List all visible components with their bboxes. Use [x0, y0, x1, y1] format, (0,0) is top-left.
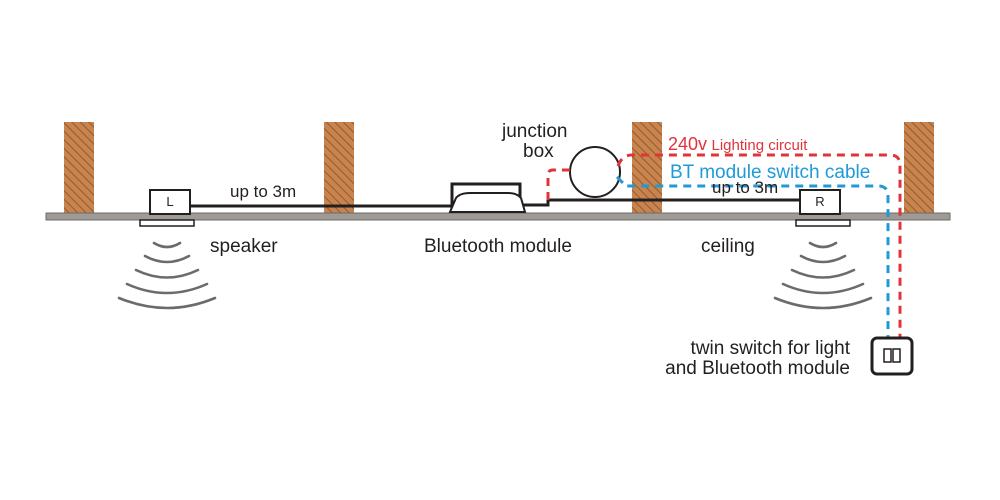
ceiling-joist-1	[64, 122, 94, 214]
speaker-left-letter: L	[166, 194, 174, 209]
twin-switch-label-line2: and Bluetooth module	[665, 358, 850, 379]
speaker-right-grille	[795, 219, 851, 227]
ceiling-label: ceiling	[701, 236, 755, 257]
ceiling-joist-2	[324, 122, 354, 214]
lighting-circuit-text: Lighting circuit	[711, 137, 808, 154]
cable-length-right-label: up to 3m	[712, 178, 779, 197]
sound-waves-right-icon	[773, 241, 873, 310]
lighting-circuit-label: 240v Lighting circuit	[668, 135, 807, 154]
bluetooth-module-icon	[448, 182, 527, 213]
bluetooth-module-label: Bluetooth module	[424, 236, 572, 257]
speaker-label: speaker	[210, 236, 278, 257]
speaker-right-box	[799, 189, 841, 215]
speaker-left-grille	[139, 219, 195, 227]
twin-switch-icon	[870, 336, 914, 376]
junction-box-label-line1: junction	[502, 121, 568, 142]
junction-box-label-line2: box	[523, 141, 554, 162]
lighting-voltage-label: 240v	[668, 134, 708, 154]
speaker-left-box	[149, 189, 191, 215]
twin-switch-label-line1: twin switch for light	[690, 338, 850, 359]
lighting-circuit-cable	[546, 153, 902, 338]
bt-switch-cable	[615, 175, 890, 338]
sound-waves-left-icon	[117, 241, 217, 310]
cable-length-left-label: up to 3m	[230, 182, 297, 201]
speaker-right-letter: R	[815, 194, 825, 209]
junction-box-icon	[569, 146, 621, 198]
bt-switch-cable-label: BT module switch cable	[670, 162, 871, 183]
ceiling-joist-4	[904, 122, 934, 214]
module-to-right-cable	[520, 198, 800, 207]
